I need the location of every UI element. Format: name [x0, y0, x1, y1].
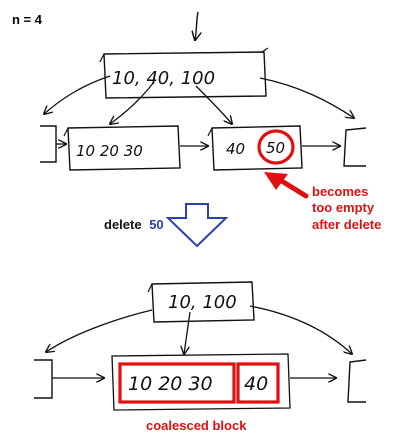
top-leaf-2: 40 50 — [207, 125, 303, 171]
root-incoming-arrow — [195, 11, 198, 40]
bottom-pointer-left — [46, 309, 153, 352]
svg-text:becomes: becomes — [312, 184, 368, 199]
coalesced-caption: coalesced block — [146, 418, 247, 433]
top-leaf-1-keys: 10 20 30 — [76, 142, 143, 160]
pointer-right-leaf — [195, 85, 232, 124]
callout-text: becomes too empty after delete — [312, 184, 381, 232]
svg-text:too empty: too empty — [312, 200, 375, 215]
operation-label: delete 50 — [104, 217, 164, 232]
bottom-root-node: 10, 100 — [147, 281, 255, 323]
svg-text:after delete: after delete — [312, 217, 381, 232]
bottom-tree: 10, 100 10 20 30 40 coalesced block — [34, 281, 367, 433]
bottom-pointer-right — [249, 305, 352, 354]
top-root-keys: 10, 40, 100 — [112, 68, 215, 89]
merged-keys-b: 40 — [244, 373, 268, 395]
top-leaf-2-key: 40 — [226, 140, 245, 158]
merged-keys-a: 10 20 30 — [128, 373, 213, 395]
pointer-left-sibling — [44, 75, 111, 114]
pointer-right-sibling — [259, 77, 354, 118]
merged-leaf-outline — [111, 353, 291, 411]
node-capacity-label: n = 4 — [12, 12, 43, 27]
bottom-pointer-merged — [184, 311, 191, 354]
transition-arrow — [165, 203, 229, 248]
top-leaf-1: 10 20 30 — [63, 125, 181, 171]
deleted-key: 50 — [266, 139, 285, 157]
top-root-node: 10, 40, 100 — [99, 47, 269, 99]
bottom-right-stub — [347, 359, 367, 403]
callout-arrow — [264, 172, 309, 199]
merged-keys-block-b — [236, 362, 280, 404]
top-tree: 10, 40, 100 10 20 30 40 50 — [40, 11, 367, 171]
bottom-root-keys: 10, 100 — [168, 292, 237, 313]
right-sibling-stub — [343, 127, 367, 167]
merged-keys-block-a — [118, 362, 236, 404]
pointer-left-leaf — [110, 81, 155, 124]
left-sibling-stub — [40, 125, 57, 163]
deleted-key-circle — [257, 129, 295, 165]
bottom-left-stub — [34, 359, 53, 399]
